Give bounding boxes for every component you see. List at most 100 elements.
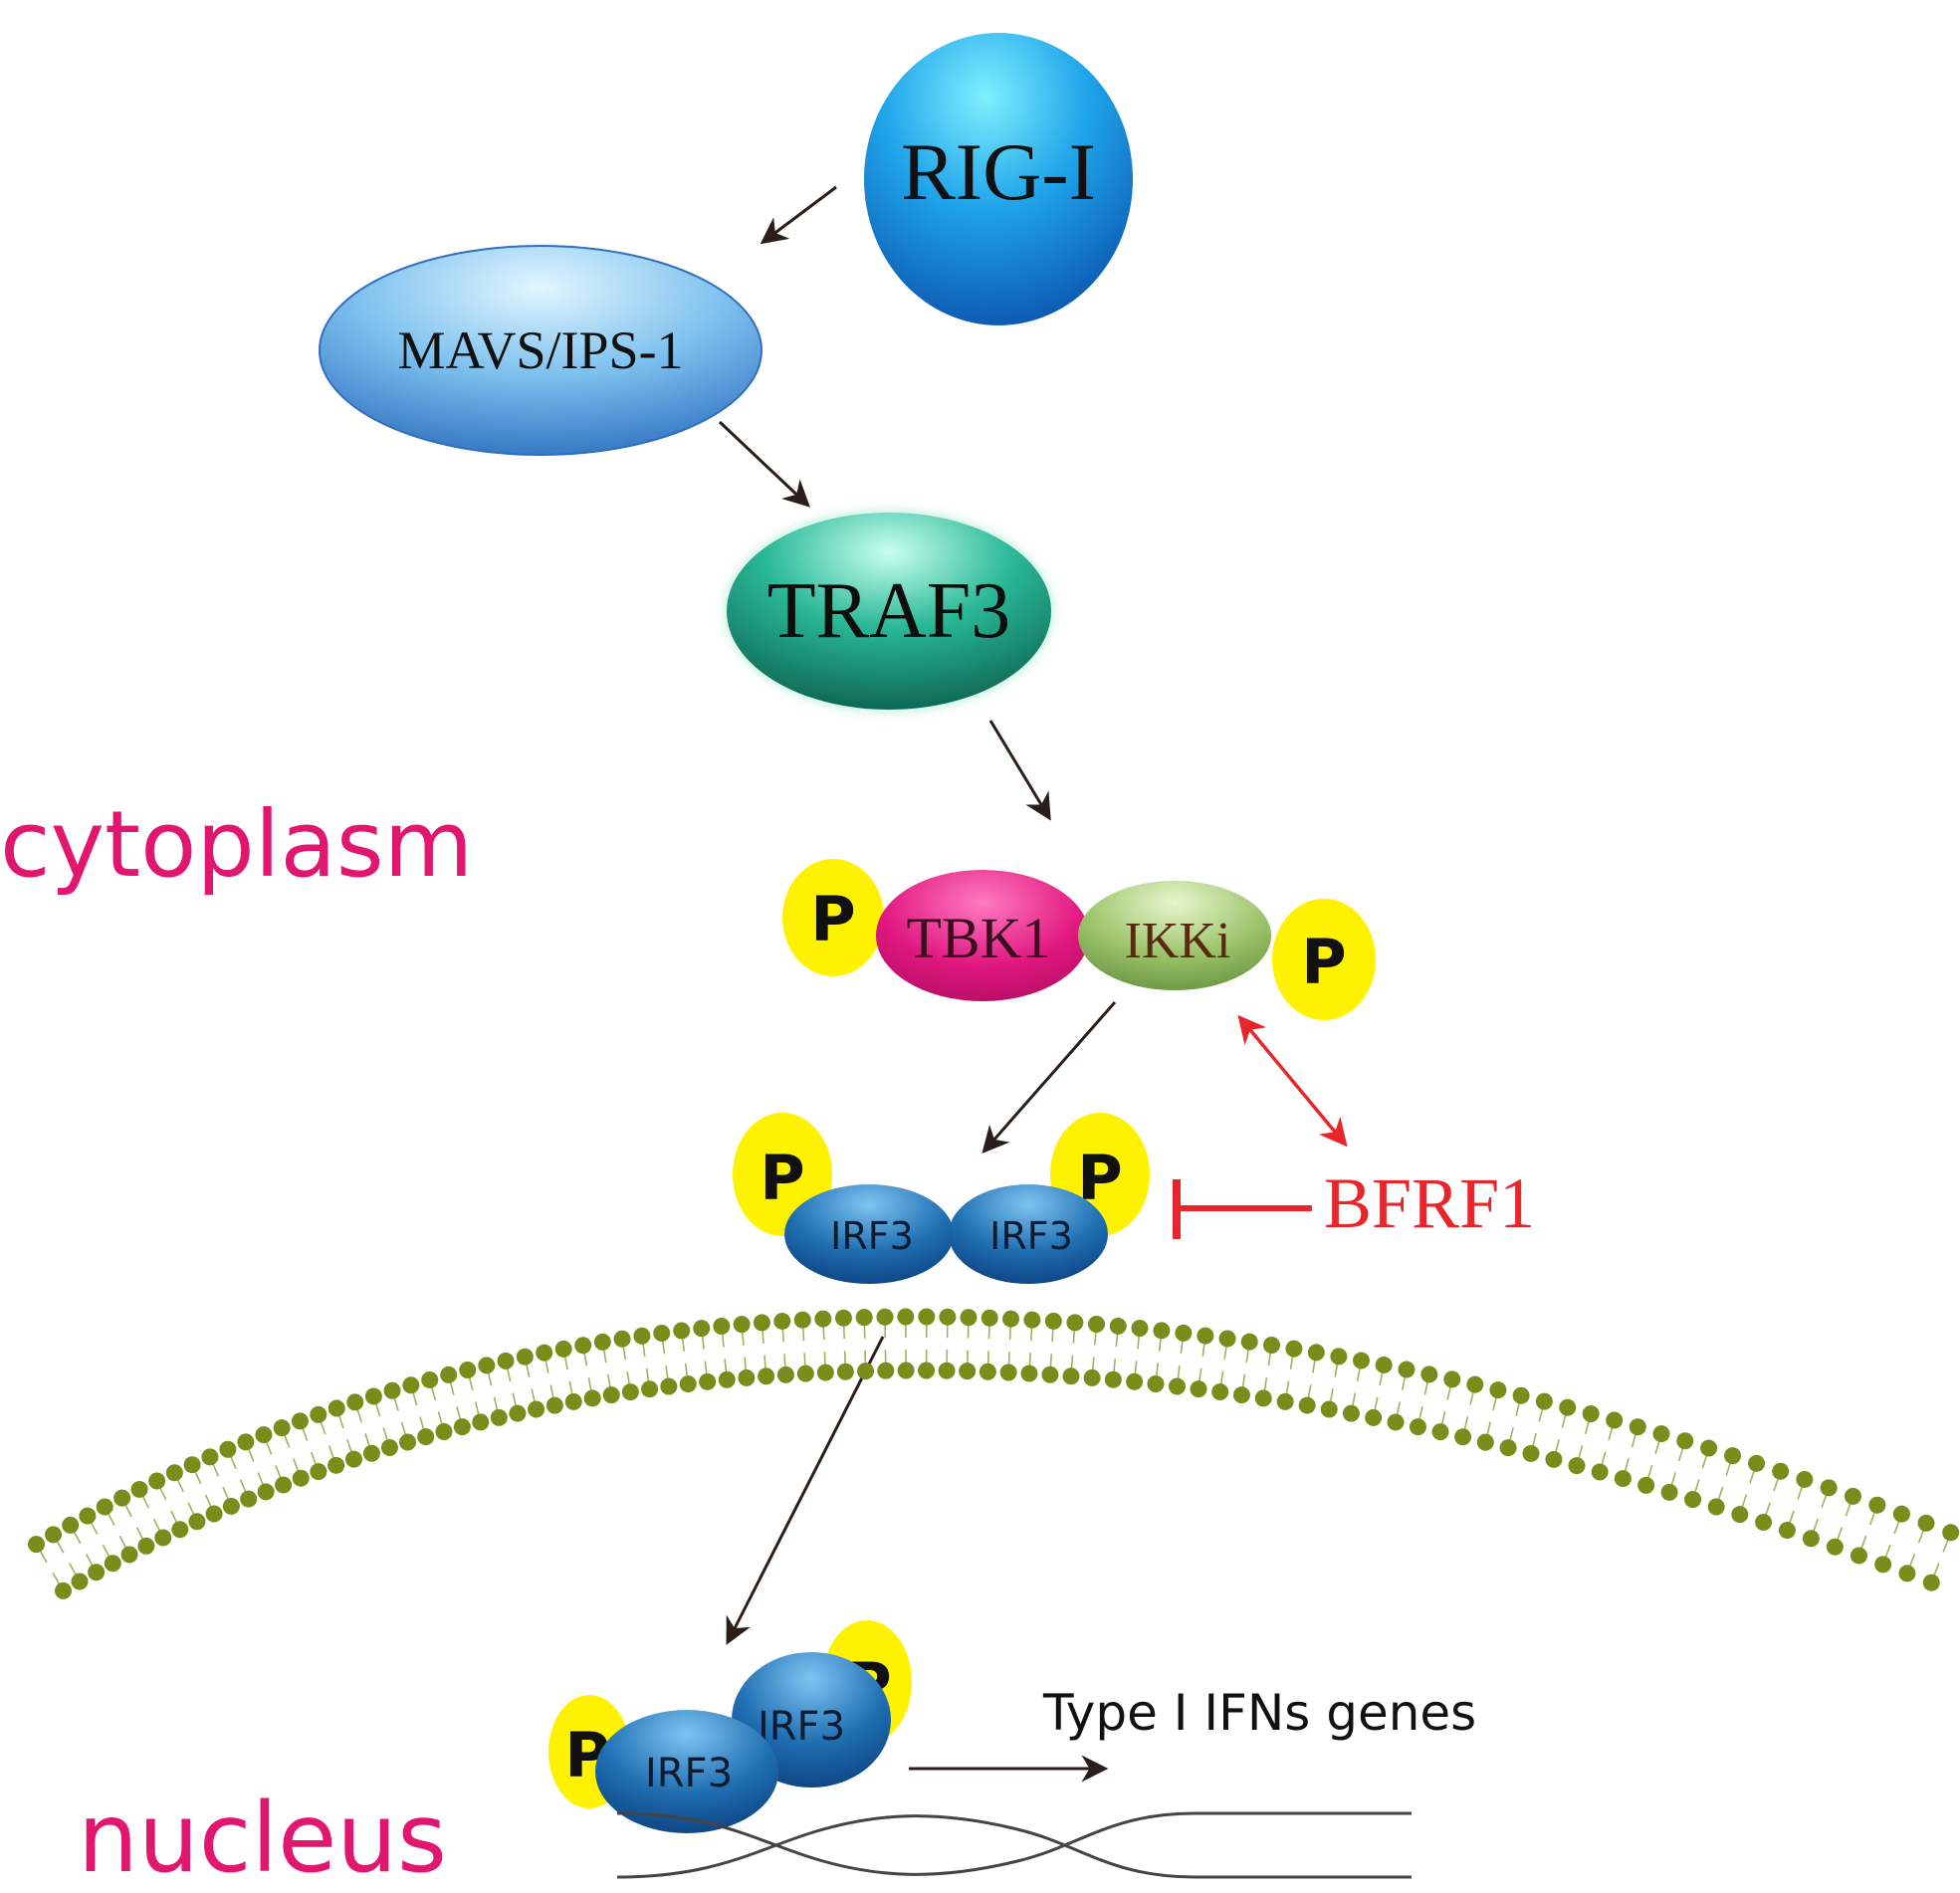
lipid-head bbox=[713, 1318, 731, 1336]
lipid-head bbox=[1352, 1352, 1370, 1369]
lipid-head bbox=[1175, 1324, 1193, 1342]
lipid-head bbox=[96, 1498, 113, 1516]
lipid-head bbox=[1652, 1425, 1670, 1443]
bfrf1-label: BFRF1 bbox=[1324, 1163, 1535, 1243]
lipid-head bbox=[1218, 1330, 1236, 1348]
lipid-head bbox=[1522, 1444, 1540, 1462]
lipid-head bbox=[773, 1312, 791, 1330]
lipid-head bbox=[1499, 1439, 1517, 1457]
lipid-head bbox=[453, 1418, 471, 1436]
mavs-node: MAVS/IPS-1 bbox=[319, 245, 762, 456]
lipid-head bbox=[402, 1376, 420, 1394]
rigi-node: RIG-I bbox=[864, 33, 1133, 325]
lipid-head bbox=[1431, 1423, 1449, 1441]
lipid-head bbox=[327, 1456, 345, 1474]
lipid-head bbox=[45, 1526, 63, 1544]
lipid-head bbox=[855, 1309, 873, 1327]
lipid-head bbox=[1298, 1396, 1316, 1414]
lipid-head bbox=[621, 1383, 639, 1401]
bfrf1-ikki-interaction-arrow bbox=[1237, 1014, 1348, 1148]
lipid-head bbox=[1020, 1365, 1038, 1382]
lipid-head bbox=[148, 1472, 166, 1490]
nucleus-label: nucleus bbox=[78, 1783, 447, 1893]
tbk1-node bbox=[876, 870, 1089, 1001]
dna-strand-bottom bbox=[616, 1814, 1412, 1879]
lipid-head bbox=[71, 1573, 89, 1590]
irf3-right-label: IRF3 bbox=[989, 1214, 1073, 1258]
lipid-head bbox=[1820, 1479, 1838, 1497]
lipid-head bbox=[472, 1413, 490, 1431]
lipid-head bbox=[516, 1348, 534, 1366]
lipid-head bbox=[897, 1362, 915, 1379]
lipid-head bbox=[1466, 1375, 1484, 1393]
lipid-head bbox=[793, 1311, 811, 1329]
lipid-head bbox=[1660, 1483, 1678, 1501]
lipid-head bbox=[1126, 1372, 1144, 1390]
lipid-head bbox=[876, 1308, 894, 1326]
lipid-head bbox=[1802, 1530, 1820, 1548]
lipid-head bbox=[137, 1537, 155, 1555]
lipid-head bbox=[1443, 1370, 1461, 1388]
irf3-right-node bbox=[949, 1184, 1108, 1284]
ikki-label: IKKi bbox=[1125, 913, 1231, 969]
lipid-head bbox=[1211, 1383, 1229, 1401]
lipid-head bbox=[310, 1463, 327, 1481]
lipid-head bbox=[1168, 1377, 1186, 1395]
lipid-head bbox=[660, 1377, 678, 1395]
lipid-head bbox=[1307, 1344, 1325, 1362]
lipid-head bbox=[1041, 1366, 1059, 1383]
lipid-head bbox=[673, 1322, 691, 1340]
lipid-head bbox=[1330, 1348, 1348, 1366]
lipid-head bbox=[1387, 1413, 1405, 1431]
ikki-phospho-circle bbox=[1272, 899, 1376, 1020]
lipid-head bbox=[753, 1314, 770, 1332]
tbk1-label: TBK1 bbox=[907, 906, 1051, 970]
lipid-head bbox=[699, 1372, 717, 1390]
lipid-head bbox=[478, 1357, 496, 1374]
lipid-head bbox=[796, 1365, 814, 1382]
lipid-head bbox=[1614, 1470, 1632, 1488]
irf3-left-node bbox=[784, 1184, 954, 1284]
lipid-head bbox=[1772, 1462, 1790, 1480]
lipid-head bbox=[1844, 1487, 1861, 1505]
lipid-head bbox=[1023, 1311, 1041, 1329]
lipid-head bbox=[291, 1412, 309, 1430]
lipid-head bbox=[1104, 1370, 1122, 1388]
lipid-head bbox=[1190, 1380, 1207, 1398]
lipid-head bbox=[1044, 1312, 1062, 1330]
lipid-head bbox=[564, 1392, 582, 1410]
lipid-head bbox=[1088, 1316, 1106, 1334]
lipid-head bbox=[240, 1490, 258, 1508]
lipid-head bbox=[653, 1325, 671, 1343]
lipid-head bbox=[459, 1362, 477, 1379]
lipid-head bbox=[554, 1340, 572, 1358]
lipid-head bbox=[960, 1309, 978, 1327]
irf3-left-phospho-label: P bbox=[760, 1142, 804, 1214]
lipid-head bbox=[999, 1364, 1017, 1381]
lipid-head bbox=[816, 1364, 834, 1381]
lipid-head bbox=[1240, 1333, 1258, 1351]
lipid-head bbox=[130, 1480, 148, 1498]
lipid-head bbox=[1922, 1574, 1940, 1591]
lipid-head bbox=[1629, 1418, 1646, 1436]
lipid-head bbox=[1778, 1522, 1796, 1540]
lipid-head bbox=[380, 1439, 398, 1457]
lipid-head bbox=[310, 1405, 327, 1423]
lipid-head bbox=[641, 1380, 659, 1398]
lipid-head bbox=[583, 1389, 601, 1407]
lipid-head bbox=[738, 1368, 756, 1386]
lipid-head bbox=[545, 1396, 563, 1414]
lipid-head bbox=[113, 1489, 131, 1507]
lipid-head bbox=[633, 1327, 651, 1345]
lipid-head bbox=[1724, 1447, 1742, 1465]
lipid-head bbox=[1232, 1386, 1250, 1404]
lipid-head bbox=[188, 1513, 206, 1531]
lipid-head bbox=[222, 1497, 240, 1515]
nuclear-irf3-back-label: IRF3 bbox=[758, 1704, 845, 1750]
lipid-head bbox=[693, 1320, 711, 1338]
lipid-head bbox=[1263, 1337, 1281, 1355]
lipid-head bbox=[1731, 1506, 1749, 1524]
lipid-head bbox=[877, 1362, 895, 1379]
lipid-head bbox=[593, 1333, 611, 1351]
